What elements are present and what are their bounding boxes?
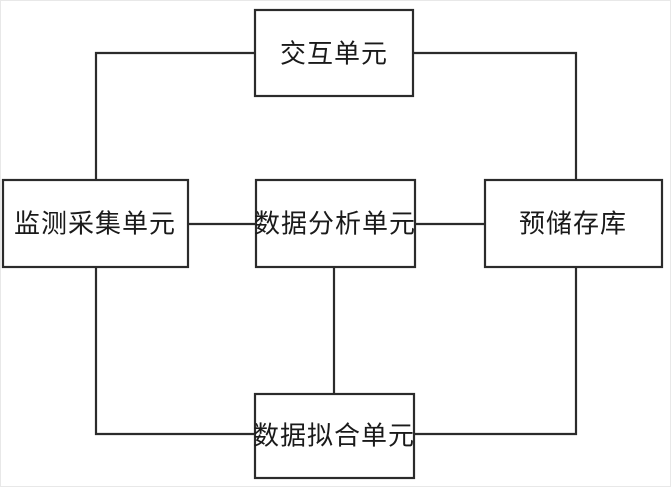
- connector-prestorage-to-fitting: [414, 267, 578, 436]
- node-prestorage-repository[interactable]: 预储存库: [483, 178, 664, 269]
- connector-layer: [94, 51, 578, 436]
- prestorage-repository-label: 预储存库: [519, 210, 627, 240]
- data-analysis-unit-label: 数据分析单元: [254, 210, 416, 240]
- prestorage-repository-box[interactable]: [483, 178, 664, 269]
- connector-interaction-to-prestorage: [413, 51, 578, 180]
- node-data-analysis-unit[interactable]: 数据分析单元: [254, 178, 417, 269]
- connector-interaction-to-monitoring: [94, 51, 255, 180]
- node-data-fitting-unit[interactable]: 数据拟合单元: [253, 392, 416, 480]
- data-fitting-unit-label: 数据拟合单元: [253, 422, 415, 452]
- data-fitting-unit-box[interactable]: [253, 392, 416, 480]
- node-monitoring-collection-unit[interactable]: 监测采集单元: [1, 178, 190, 269]
- monitoring-collection-unit-label: 监测采集单元: [14, 210, 176, 240]
- monitoring-collection-unit-box[interactable]: [1, 178, 190, 269]
- connector-monitoring-to-fitting: [94, 267, 255, 436]
- node-interaction-unit[interactable]: 交互单元: [253, 8, 415, 98]
- interaction-unit-box[interactable]: [253, 8, 415, 98]
- interaction-unit-label: 交互单元: [280, 40, 388, 70]
- data-analysis-unit-box[interactable]: [254, 178, 417, 269]
